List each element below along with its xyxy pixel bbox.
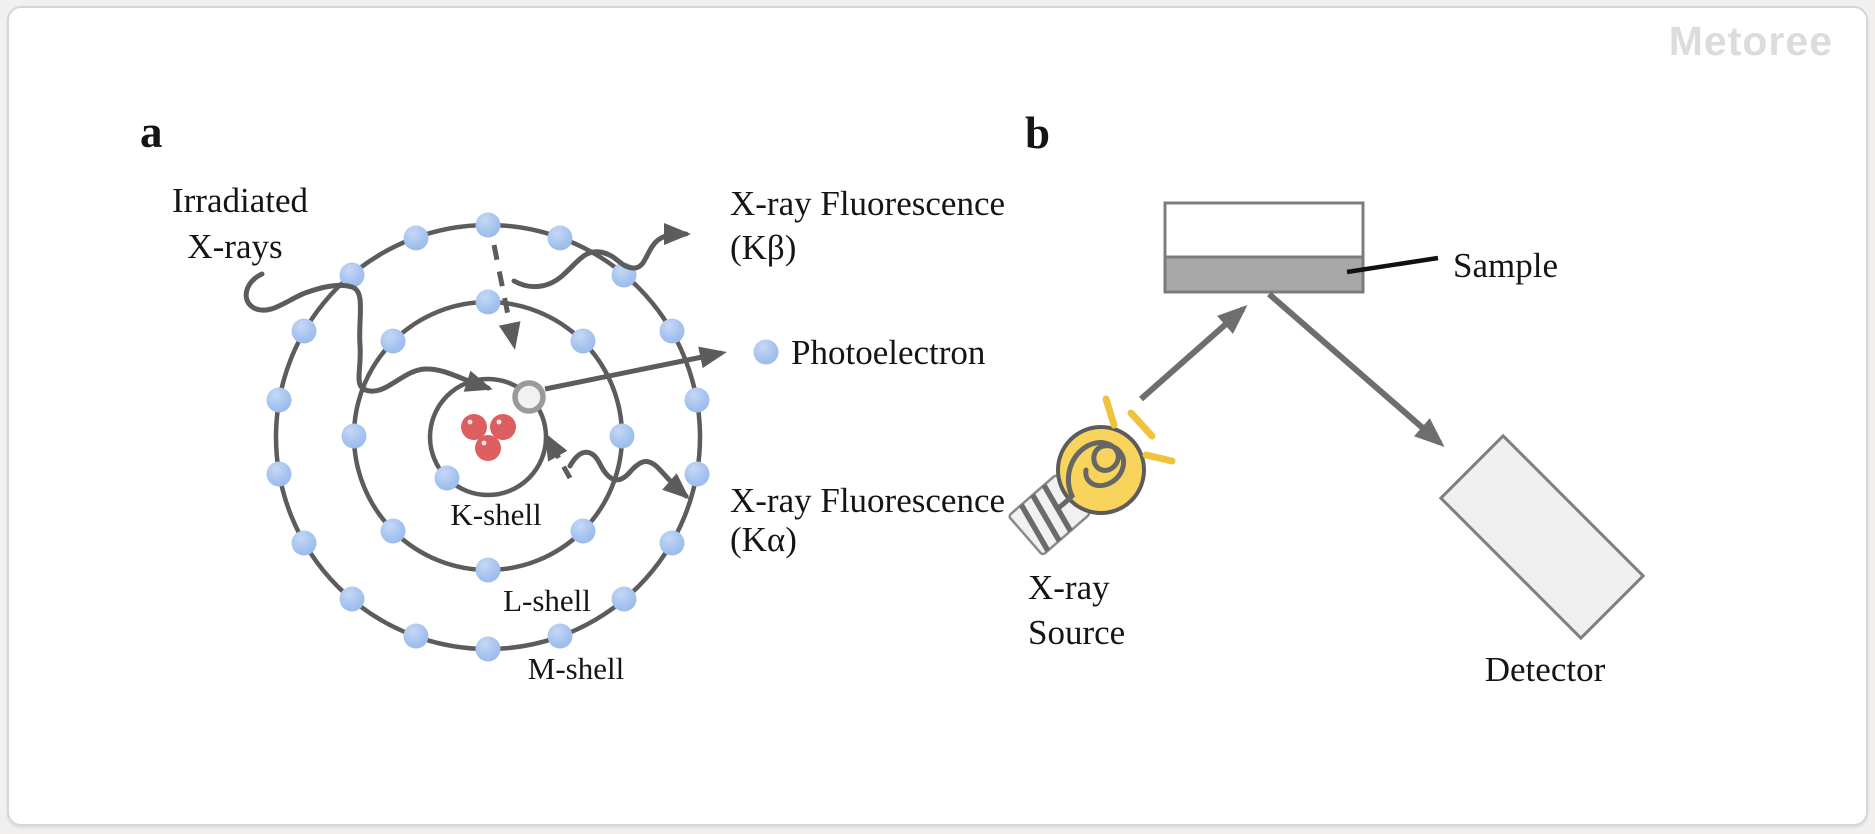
electron-dot [547, 623, 573, 649]
sample-material [1163, 255, 1365, 294]
panel-a: a Irradiated X-rays [140, 107, 1005, 686]
light-bulb-icon [1008, 395, 1176, 556]
incident-beam-arrow [1139, 305, 1248, 402]
metoree-watermark: Metoree [1668, 18, 1833, 64]
electron-dot [475, 557, 501, 583]
fluorescence-kb-label-line1: X-ray Fluorescence [730, 184, 1005, 223]
panel-b-label: b [1025, 108, 1050, 158]
electron-dot [403, 623, 429, 649]
panel-b: b Sample [1008, 108, 1646, 689]
fluorescence-ka-label-line2: (Kα) [730, 520, 797, 559]
detector-box [1438, 433, 1646, 641]
photoelectron-legend-dot [753, 339, 779, 365]
electron-dot [403, 225, 429, 251]
electron-dot [341, 423, 367, 449]
electron-dot [380, 518, 406, 544]
k-shell-label: K-shell [450, 497, 541, 532]
panel-a-label: a [140, 107, 163, 157]
irradiated-xray-wave [243, 271, 493, 394]
kalpha-fluorescence-wave [567, 449, 690, 500]
sample-box [1163, 201, 1365, 294]
electron-dot [570, 328, 596, 354]
electron-dot [434, 465, 460, 491]
transition-dashed-arrow [544, 432, 573, 480]
m-shell-electrons [266, 212, 710, 662]
m-shell-label: M-shell [528, 651, 624, 686]
fluorescence-kb-label-line2: (Kβ) [730, 228, 796, 267]
electron-dot [291, 530, 317, 556]
detector-label: Detector [1485, 650, 1606, 689]
photoelectron-label: Photoelectron [791, 333, 985, 372]
electron-dot [339, 262, 365, 288]
bulb-rays [1102, 395, 1176, 465]
electron-dot [475, 636, 501, 662]
electron-dot [611, 586, 637, 612]
electron-dot [609, 423, 635, 449]
electron-dot [659, 318, 685, 344]
incident-dashed-arrow [491, 244, 521, 350]
xray-source-label-line2: Source [1028, 613, 1125, 652]
xray-source-label-line1: X-ray [1028, 568, 1110, 607]
proton-dot [490, 414, 516, 440]
sample-label: Sample [1453, 246, 1558, 285]
fluorescence-ka-label-line1: X-ray Fluorescence [730, 481, 1005, 520]
electron-dot [339, 586, 365, 612]
electron-dot [475, 289, 501, 315]
electron-dot [475, 212, 501, 238]
fluorescence-beam-arrow [1267, 291, 1445, 447]
kbeta-fluorescence-wave [511, 222, 691, 290]
electron-vacancy [512, 380, 546, 414]
sample-pointer-line [1346, 255, 1439, 275]
electron-dot [266, 461, 292, 487]
l-shell-label: L-shell [503, 583, 591, 618]
irradiated-xrays-label-line2: X-rays [187, 227, 282, 266]
l-shell-electrons [341, 289, 635, 583]
electron-dot [570, 518, 596, 544]
electron-dot [266, 387, 292, 413]
photoelectron-arrow [544, 346, 727, 392]
electron-dot [547, 225, 573, 251]
electron-dot [684, 387, 710, 413]
electron-dot [291, 318, 317, 344]
electron-dot [684, 461, 710, 487]
proton-dot [475, 435, 501, 461]
electron-dot [659, 530, 685, 556]
content-card [7, 6, 1868, 826]
nucleus-protons [461, 414, 516, 461]
proton-dot [461, 414, 487, 440]
irradiated-xrays-label-line1: Irradiated [172, 181, 309, 220]
bulb-filament [1055, 440, 1126, 511]
electron-dot [380, 328, 406, 354]
